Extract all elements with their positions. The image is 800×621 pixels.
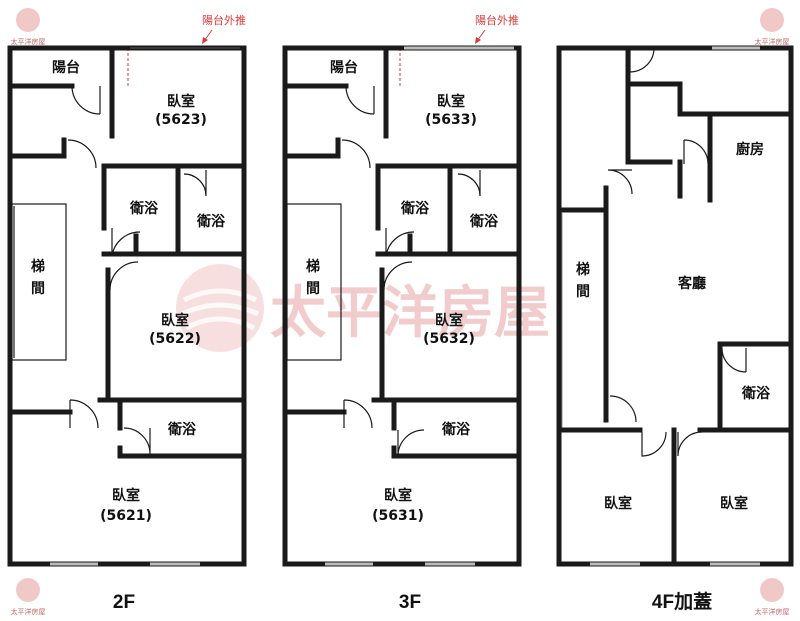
room-label-bedroom-bot: 臥室 [384,487,412,504]
door-icon [345,85,375,115]
room-number-bedroom-top: (5623) [155,112,207,128]
corner-logo-bottom-left: 太平洋房屋 [11,578,46,616]
interior-wall [117,445,247,459]
door-icon [383,261,413,291]
room-label-bath-1: 衛浴 [400,200,430,217]
floor-label-4f: 4F加蓋 [652,590,712,613]
room-label-stairs-1: 梯 [576,261,590,278]
room-number-bedroom-bot: (5631) [372,508,424,524]
outer-wall [282,45,522,567]
room-label-bedroom-mid: 臥室 [161,312,189,329]
door-icon [67,139,97,169]
room-label-bath: 衛浴 [741,385,771,402]
door-icon [397,429,425,457]
interior-wall [625,81,673,165]
logo-icon [760,8,784,32]
floor-4f: 廚房 梯 間 客廳 衛浴 臥室 臥室 4F加蓋 [556,45,794,613]
door-icon [385,228,415,257]
note-arrowhead-icon [202,37,208,44]
logo-caption: 太平洋房屋 [755,37,790,46]
room-label-stairs-2: 間 [31,281,45,297]
room-label-bedroom-top: 臥室 [437,93,465,110]
logo-caption: 太平洋房屋 [755,607,790,616]
room-label-bedroom-left: 臥室 [604,495,632,512]
room-label-stairs-2: 間 [576,284,590,300]
logo-caption: 太平洋房屋 [11,37,46,46]
room-number-bedroom-top: (5633) [425,112,477,128]
room-number-bedroom-mid: (5632) [423,331,475,347]
room-label-bath-2: 衛浴 [196,213,226,230]
balcony-extension-outline [399,47,519,86]
logo-icon [760,578,784,602]
floor-label-3f: 3F [399,592,421,613]
door-icon [629,47,655,73]
corner-logo-top-left: 太平洋房屋 [11,8,46,46]
door-icon [457,170,481,197]
door-icon [69,399,99,429]
balcony-extension-outline [127,47,245,86]
watermark-text: 太平洋房屋 [270,280,550,346]
door-icon [607,169,633,195]
room-label-bath-1: 衛浴 [129,200,159,217]
logo-caption: 太平洋房屋 [11,607,46,616]
interior-wall [625,81,794,117]
room-label-bath-3: 衛浴 [441,421,471,438]
room-label-bedroom-mid: 臥室 [435,312,463,329]
room-label-balcony: 陽台 [330,59,358,76]
stair-box [286,203,342,361]
room-label-bedroom-right: 臥室 [720,495,748,512]
room-label-bedroom-top: 臥室 [167,93,195,110]
corner-logo-top-right: 太平洋房屋 [755,8,790,46]
outer-wall [7,45,247,567]
room-label-living: 客廳 [677,275,706,292]
door-icon [341,139,371,169]
room-number-bedroom-mid: (5622) [149,331,201,347]
room-label-bedroom-bot: 臥室 [112,487,140,504]
door-icon [721,347,747,373]
door-icon [123,427,151,455]
door-icon [109,261,139,291]
note-arrowhead-icon [475,37,481,44]
door-icon [111,228,141,257]
room-label-bath-2: 衛浴 [469,213,499,230]
door-icon [71,85,101,115]
floor-2f: 陽台外推 [7,13,247,613]
floor-label-2f: 2F [113,592,135,613]
logo-icon [16,578,40,602]
door-icon [641,431,667,457]
room-label-stairs-1: 梯 [31,258,45,275]
door-icon [183,170,207,197]
room-number-bedroom-bot: (5621) [100,508,152,524]
room-label-bath-3: 衛浴 [167,421,197,438]
room-label-stairs-2: 間 [306,281,320,297]
floor-3f: 陽台外推 陽台 臥室 (5633) 梯 間 [282,13,522,613]
door-icon [343,399,373,429]
room-label-kitchen: 廚房 [736,141,764,158]
room-label-stairs-1: 梯 [306,258,320,275]
watermark: 太平洋房屋 [176,264,550,352]
door-icon [677,431,703,457]
room-label-balcony: 陽台 [52,59,80,76]
logo-icon [16,8,40,32]
door-icon [683,139,709,165]
interior-wall [391,445,522,459]
stair-box [11,203,67,361]
door-icon [609,395,637,423]
corner-logo-bottom-right: 太平洋房屋 [755,578,790,616]
balcony-extension-note: 陽台外推 [202,13,246,27]
balcony-extension-note: 陽台外推 [475,13,519,27]
